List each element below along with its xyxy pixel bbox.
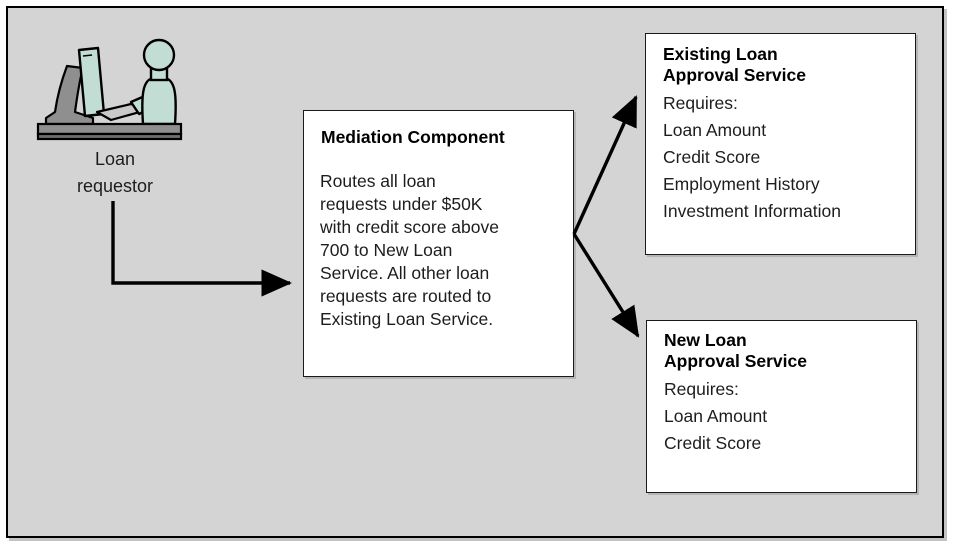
new-loan-approval-service-requirements: Requires: Loan Amount Credit Score (664, 376, 767, 457)
mediation-component-title: Mediation Component (321, 127, 505, 147)
mediation-component-box[interactable]: Mediation Component Routes all loan requ… (303, 110, 574, 377)
requirement-line: Credit Score (663, 147, 761, 167)
new-loan-approval-service-box[interactable]: New Loan Approval Service Requires: Loan… (646, 320, 917, 493)
mediation-component-description: Routes all loan requests under $50K with… (320, 171, 499, 329)
loan-requestor-actor: Loan requestor (35, 36, 210, 201)
requirement-line: Loan Amount (663, 120, 767, 140)
requirement-line: Loan Amount (664, 406, 768, 426)
existing-loan-approval-service-box[interactable]: Existing Loan Approval Service Requires:… (645, 33, 916, 255)
person-at-computer-icon (36, 38, 183, 141)
new-loan-approval-service-title: New Loan Approval Service (664, 330, 807, 371)
existing-loan-approval-service-requirements: Requires: Loan Amount Credit Score Emplo… (663, 90, 841, 225)
requirement-line: Credit Score (664, 433, 762, 453)
requirement-line: Requires: (664, 379, 739, 399)
requirement-line: Requires: (663, 93, 738, 113)
loan-requestor-label: Loan requestor (76, 149, 154, 196)
requirement-line: Employment History (663, 174, 820, 194)
requirement-line: Investment Information (663, 201, 841, 221)
existing-loan-approval-service-title: Existing Loan Approval Service (663, 44, 806, 85)
